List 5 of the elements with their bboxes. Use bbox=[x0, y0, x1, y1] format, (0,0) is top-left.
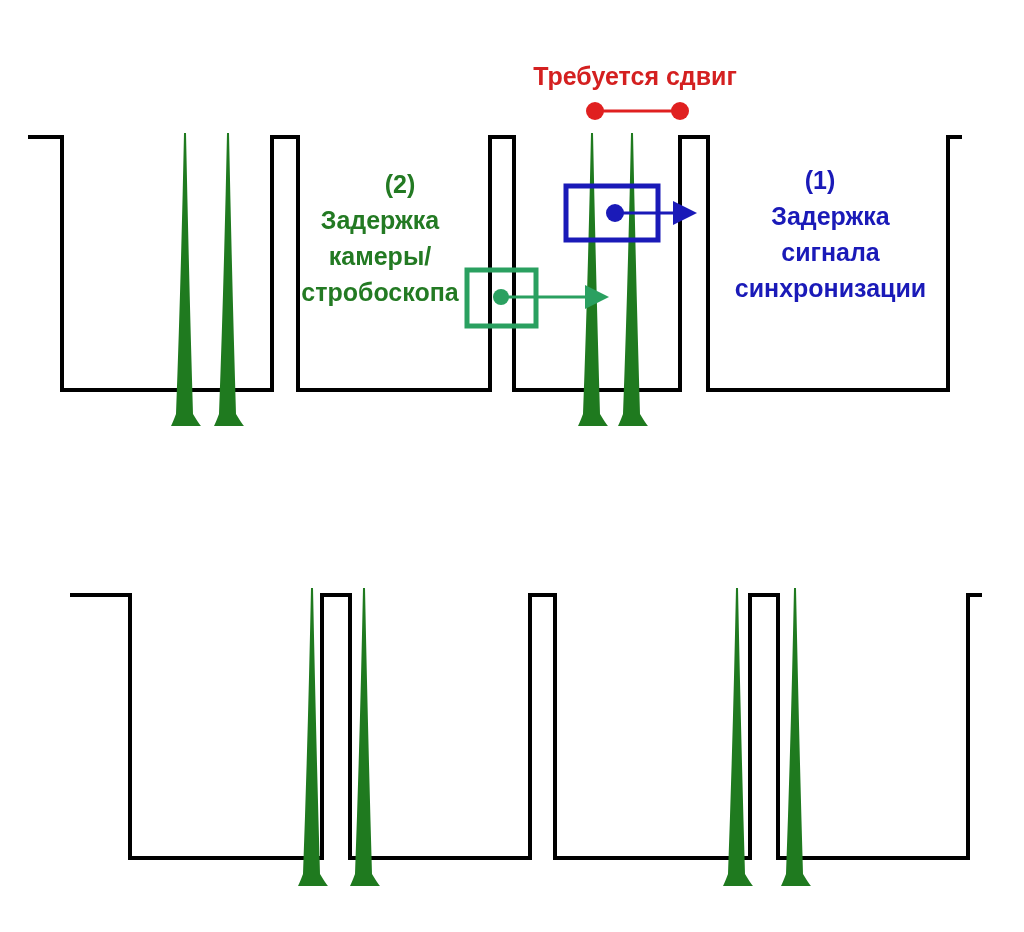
delay-label: Задержка камеры/ стробоскопа bbox=[300, 205, 460, 308]
annotation-text: Требуется сдвиг bbox=[532, 61, 738, 92]
delay-label: Задержка сигнала синхронизации bbox=[733, 201, 928, 304]
number-label: (1) bbox=[803, 165, 837, 196]
number-label: (2) bbox=[383, 169, 417, 200]
